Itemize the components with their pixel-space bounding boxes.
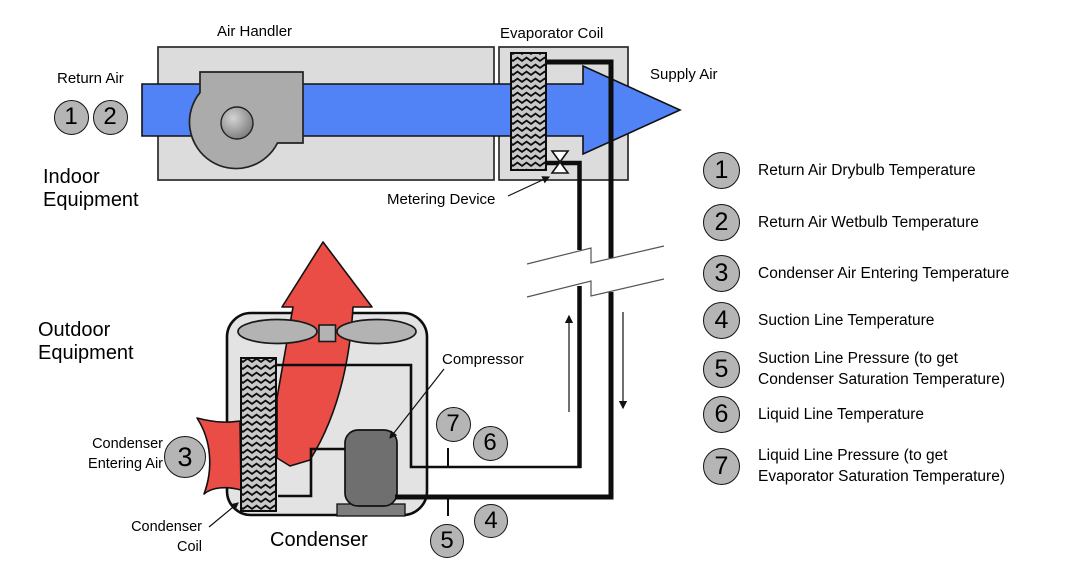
compressor-leader-arrow bbox=[389, 368, 445, 439]
marker-3: 3 bbox=[164, 436, 206, 478]
condenser-coil-graphic bbox=[240, 357, 277, 512]
condenser-label: Condenser bbox=[270, 529, 368, 551]
marker-1: 1 bbox=[53, 99, 89, 135]
legend-item-4: 4 Suction Line Temperature bbox=[703, 302, 1066, 339]
marker-2: 2 bbox=[92, 99, 128, 135]
legend-label-6: Liquid Line Temperature bbox=[758, 406, 925, 423]
evaporator-coil-graphic bbox=[510, 52, 547, 171]
pipe-break-symbol-upper bbox=[526, 245, 665, 265]
compressor-discharge-pipe bbox=[278, 447, 345, 498]
legend-item-1: 1 Return Air Drybulb Temperature bbox=[703, 152, 1066, 189]
pipe-break-symbol-lower bbox=[526, 278, 665, 298]
legend-label-4: Suction Line Temperature bbox=[758, 312, 935, 329]
suction-line-pipe-upper bbox=[545, 59, 614, 258]
fan-blade-left bbox=[237, 318, 318, 345]
outdoor-equipment-label: Outdoor Equipment bbox=[38, 319, 134, 364]
legend-circle-7: 7 bbox=[703, 447, 740, 485]
fan-hub bbox=[318, 324, 337, 343]
condenser-entering-air-label: Condenser Entering Air bbox=[88, 436, 163, 472]
legend-circle-3: 3 bbox=[703, 255, 740, 292]
marker-6: 6 bbox=[472, 425, 508, 461]
legend-label-1: Return Air Drybulb Temperature bbox=[758, 162, 976, 179]
legend-item-2: 2 Return Air Wetbulb Temperature bbox=[703, 204, 1066, 241]
metering-device-valve-icon bbox=[550, 150, 570, 174]
evaporator-coil-label: Evaporator Coil bbox=[500, 25, 604, 42]
air-handler-label: Air Handler bbox=[217, 23, 293, 40]
legend-circle-4: 4 bbox=[703, 302, 740, 339]
legend-label-3: Condenser Air Entering Temperature bbox=[758, 265, 1010, 282]
condenser-coil-leader-arrow bbox=[208, 502, 239, 528]
legend-circle-5: 5 bbox=[703, 350, 740, 388]
condenser-entering-air-arrow bbox=[196, 417, 242, 495]
return-air-label: Return Air bbox=[57, 70, 124, 87]
supply-air-label: Supply Air bbox=[650, 66, 718, 83]
legend-item-7: 7 Liquid Line Pressure (to get Evaporato… bbox=[703, 445, 1066, 487]
compressor-label: Compressor bbox=[442, 351, 524, 368]
legend-circle-1: 1 bbox=[703, 152, 740, 189]
fan-blade-right bbox=[336, 318, 417, 345]
indoor-equipment-label: Indoor Equipment bbox=[43, 166, 139, 211]
legend-item-3: 3 Condenser Air Entering Temperature bbox=[703, 255, 1066, 292]
legend-circle-6: 6 bbox=[703, 396, 740, 433]
liquid-line-pipe-horizontal bbox=[277, 363, 581, 469]
metering-device-label: Metering Device bbox=[387, 191, 496, 208]
legend-label-5: Suction Line Pressure (to get Condenser … bbox=[758, 350, 1005, 388]
marker-5: 5 bbox=[430, 524, 464, 558]
blower-hub bbox=[220, 106, 254, 140]
legend-item-6: 6 Liquid Line Temperature bbox=[703, 396, 1066, 433]
metering-device-leader-arrow bbox=[507, 176, 551, 197]
legend-label-2: Return Air Wetbulb Temperature bbox=[758, 214, 979, 231]
legend-item-5: 5 Suction Line Pressure (to get Condense… bbox=[703, 348, 1066, 390]
liquid-line-riser-upper bbox=[546, 160, 582, 250]
suction-line-pipe-lower bbox=[395, 292, 614, 500]
compressor-graphic bbox=[344, 429, 398, 507]
legend-circle-2: 2 bbox=[703, 204, 740, 241]
condenser-coil-label: Condenser Coil bbox=[131, 519, 202, 555]
marker-7: 7 bbox=[435, 406, 471, 442]
legend-label-7: Liquid Line Pressure (to get Evaporator … bbox=[758, 447, 1005, 485]
marker-4: 4 bbox=[474, 504, 508, 538]
